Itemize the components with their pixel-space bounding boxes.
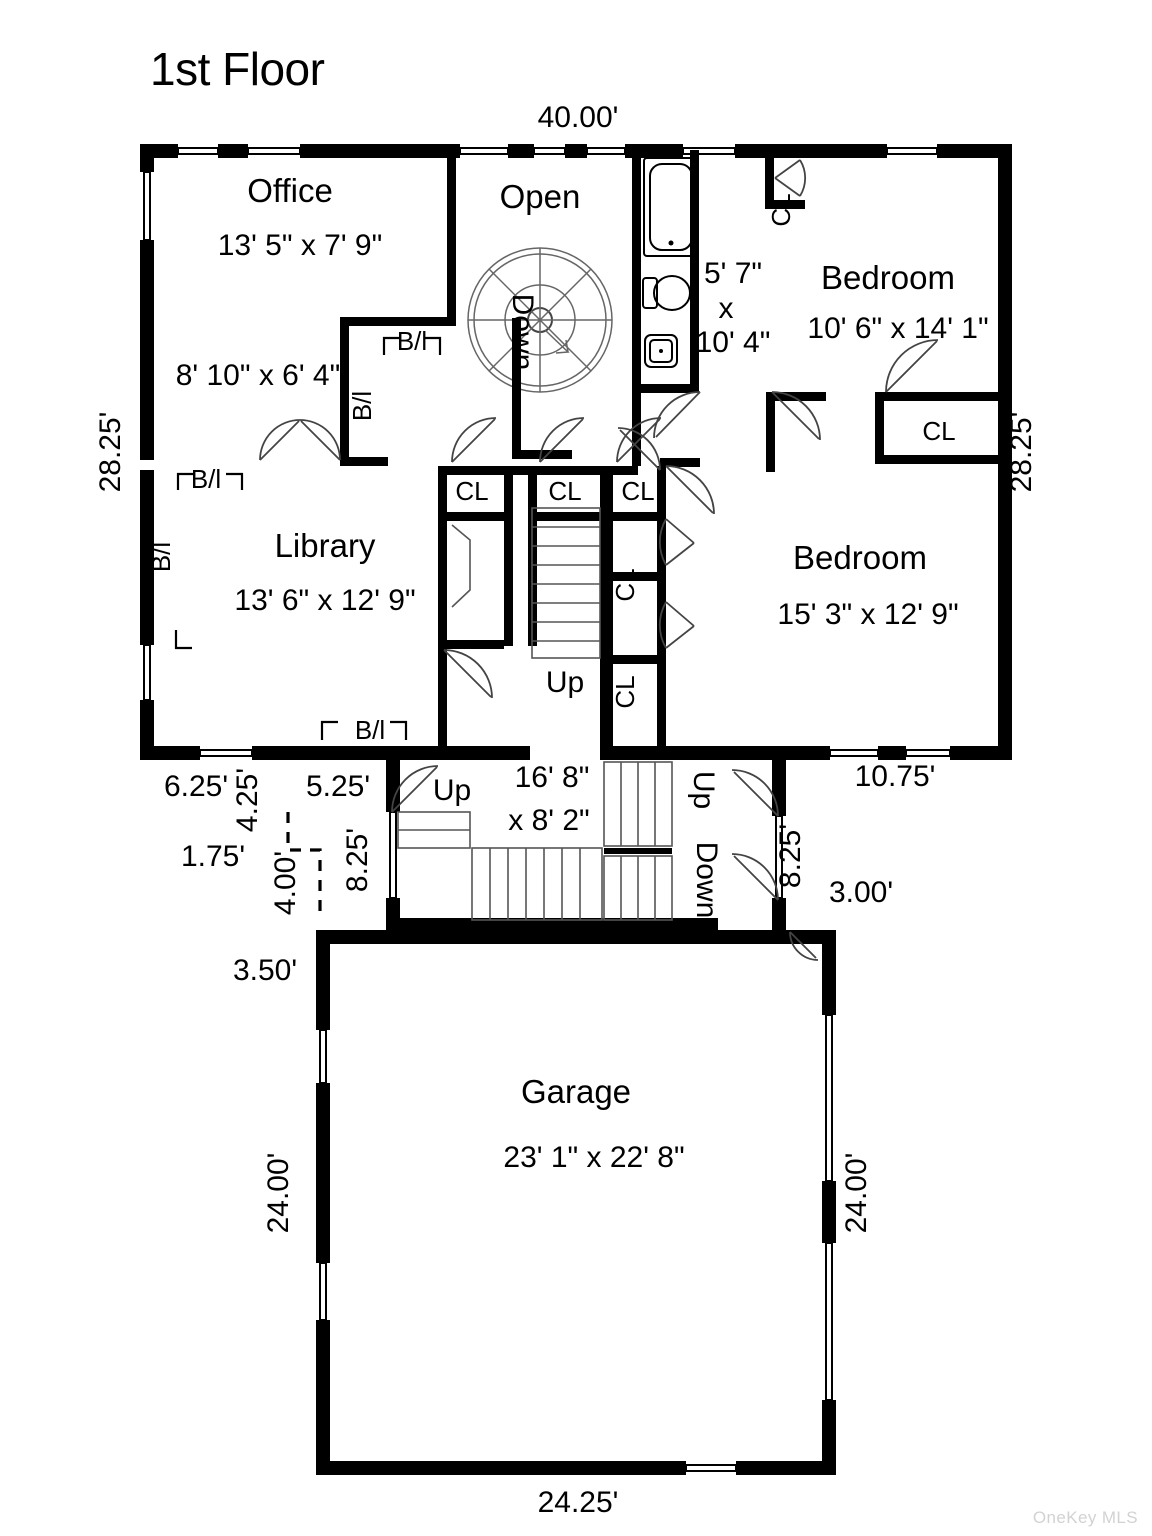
stair-label-spiral-down: Down	[506, 294, 539, 371]
bathroom-fixtures	[642, 157, 699, 368]
closet-label-top-right: CL	[766, 193, 796, 226]
stair-label-main-up: Up	[546, 666, 584, 699]
builtin-label-library-top: B/l	[191, 464, 221, 494]
closet-label-bedroom-2-a: CL	[610, 568, 640, 601]
closet-label-hall-3: CL	[621, 476, 654, 506]
room-dims-bedroom-2: 15' 3" x 12' 9"	[777, 598, 958, 631]
dim-top: 40.00'	[538, 101, 619, 134]
room-dims-garage: 23' 1" x 22' 8"	[503, 1141, 684, 1174]
dim-left: 28.25'	[94, 412, 127, 493]
room-name-bedroom-1: Bedroom	[821, 259, 955, 296]
closet-label-hall-2: CL	[548, 476, 581, 506]
sink-icon	[644, 334, 678, 368]
garage-walls	[316, 930, 836, 1475]
builtin-labels: B/l B/l B/l B/l B/l	[146, 326, 427, 745]
room-dims-office-alcove: 8' 10" x 6' 4"	[176, 359, 341, 392]
bathtub-icon	[643, 157, 699, 257]
dim-8-25-left: 8.25'	[341, 828, 374, 892]
room-name-garage: Garage	[521, 1073, 631, 1110]
closet-labels: CL CL CL CL CL CL CL	[455, 193, 955, 708]
dim-garage-right: 24.00'	[840, 1153, 873, 1234]
builtin-label-library-bottom: B/l	[355, 715, 385, 745]
room-name-open: Open	[500, 178, 581, 215]
watermark: OneKey MLS	[1032, 1508, 1138, 1527]
dim-right: 28.25'	[1005, 412, 1038, 493]
room-dims-foyer-line1: 16' 8"	[515, 761, 590, 794]
dim-3-50: 3.50'	[233, 954, 297, 987]
closet-shelf-icon	[451, 524, 471, 608]
room-dims-office: 13' 5" x 7' 9"	[218, 229, 383, 262]
spiral-staircase-icon	[467, 247, 613, 459]
room-dims-bedroom-1: 10' 6" x 14' 1"	[807, 312, 988, 345]
room-dims-bath-line2: 10' 4"	[696, 326, 771, 359]
main-staircase-icon	[531, 507, 601, 659]
builtin-label-office-side: B/l	[347, 391, 377, 421]
stair-label-foyer-down: Down	[690, 842, 723, 919]
interior-walls-upper	[340, 150, 998, 472]
stair-labels: Down Up Up Up Down	[433, 294, 723, 919]
room-dims-bath-line1: 5' 7"	[704, 257, 762, 290]
window-left	[143, 171, 151, 701]
dim-garage-bottom: 24.25'	[538, 1486, 619, 1519]
dim-4-00: 4.00'	[269, 851, 302, 915]
builtin-brackets	[174, 336, 442, 740]
dim-garage-left: 24.00'	[262, 1153, 295, 1234]
toilet-icon	[642, 275, 691, 311]
window-top	[177, 147, 938, 155]
dim-3-00: 3.00'	[829, 876, 893, 909]
room-dims-library: 13' 6" x 12' 9"	[234, 584, 415, 617]
door-swings	[259, 159, 939, 961]
dim-6-25: 6.25'	[164, 770, 228, 803]
room-labels: Office 13' 5" x 7' 9" 8' 10" x 6' 4" Ope…	[176, 172, 989, 1174]
stair-label-foyer-up-left: Up	[433, 774, 471, 807]
room-dims-bath-x: x	[719, 292, 734, 325]
dim-8-25-right: 8.25'	[774, 824, 807, 888]
page-title: 1st Floor	[150, 43, 325, 95]
window-bottom-right	[829, 749, 951, 757]
builtin-label-library-left: B/l	[146, 542, 176, 572]
stair-label-foyer-up-right: Up	[687, 771, 720, 809]
closet-label-bedroom-2-b: CL	[610, 675, 640, 708]
closet-label-hall-1: CL	[455, 476, 488, 506]
room-name-office: Office	[247, 172, 333, 209]
room-name-library: Library	[275, 527, 376, 564]
foyer-walls	[286, 758, 786, 932]
dim-1-75: 1.75'	[181, 840, 245, 873]
room-dims-foyer-line2: x 8' 2"	[508, 804, 589, 837]
dim-10-75: 10.75'	[855, 760, 936, 793]
dim-4-25: 4.25'	[231, 768, 264, 832]
builtin-label-office-top: B/l	[397, 326, 427, 356]
dim-5-25: 5.25'	[306, 770, 370, 803]
closet-label-bedroom-1: CL	[922, 416, 955, 446]
room-name-bedroom-2: Bedroom	[793, 539, 927, 576]
interior-walls-lower	[438, 466, 666, 760]
foyer-staircase-icon	[397, 761, 673, 921]
dimension-labels: 40.00' 28.25' 28.25' 6.25' 4.25' 5.25' 1…	[94, 101, 1038, 1519]
